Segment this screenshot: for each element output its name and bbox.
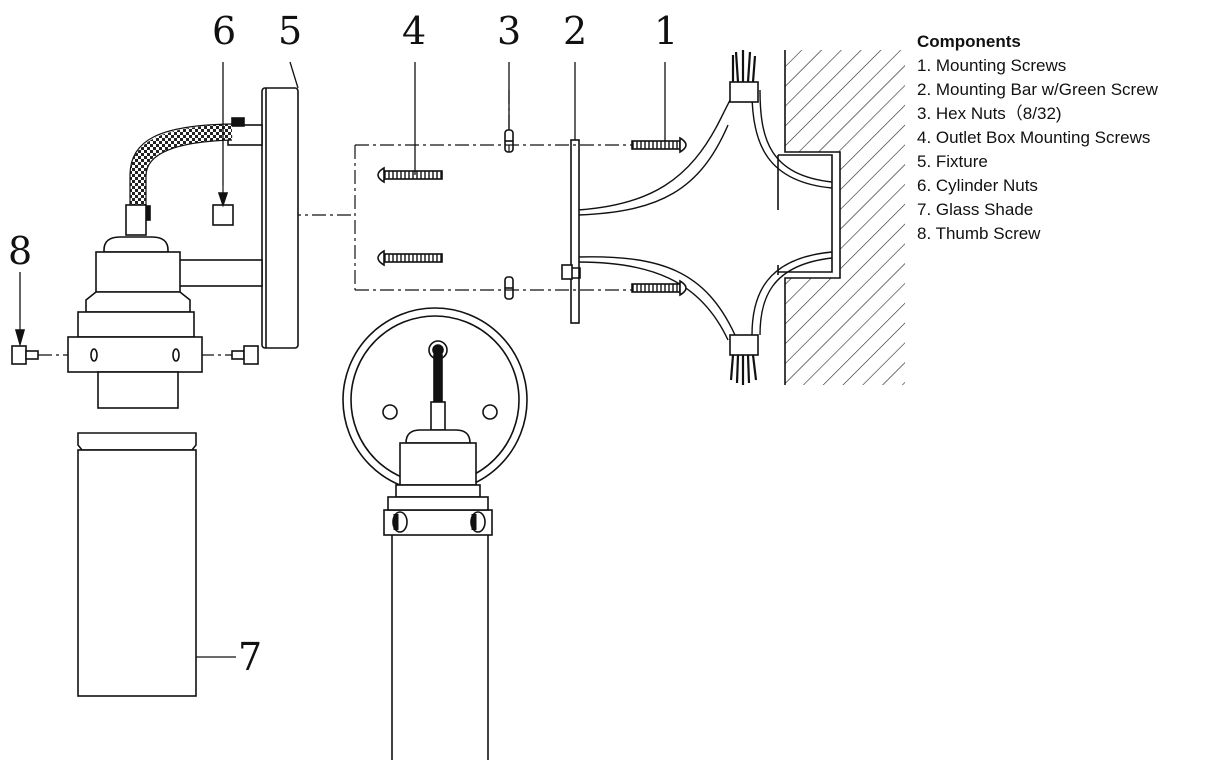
thumb-screw-right [231,345,259,365]
legend-item-thumb-screw: 8. Thumb Screw [917,224,1041,243]
fixture-arm [177,117,263,287]
legend-item-mounting-screws: 1. Mounting Screws [917,56,1067,75]
wire-connector-bottom [729,334,759,385]
hex-nut-bottom [504,276,514,300]
legend-item-glass-shade: 7. Glass Shade [917,200,1034,219]
mounting-screw-top [631,136,687,154]
wires [577,84,833,341]
thumb-screw-left [11,320,39,365]
callout-4: 4 [402,9,426,53]
legend-item-hex-nuts: 3. Hex Nuts（8/32) [917,104,1062,123]
outlet-box-screw-bottom [377,249,443,267]
callout-5: 5 [278,9,302,53]
front-view-fixture [342,307,528,760]
callout-3: 3 [497,9,521,53]
callout-7: 7 [238,635,262,679]
cylinder-nut [212,185,234,226]
callout-leaders [19,61,666,320]
callout-2: 2 [563,9,587,53]
legend-title: Components [917,32,1021,51]
legend-item-mounting-bar: 2. Mounting Bar w/Green Screw [917,80,1158,99]
wall [784,50,905,385]
wire-connector-top [729,50,759,103]
braided-cord [129,123,233,221]
legend-item-fixture: 5. Fixture [917,152,988,171]
callout-1: 1 [654,9,678,53]
components-legend: Components 1. Mounting Screws 2. Mountin… [917,30,1158,246]
socket-body [67,204,203,409]
callout-8: 8 [8,229,32,273]
callout-6: 6 [212,9,236,53]
legend-item-cylinder-nuts: 6. Cylinder Nuts [917,176,1038,195]
callout-numbers: 6 5 4 3 2 1 8 7 [8,9,678,679]
legend-list: 1. Mounting Screws 2. Mounting Bar w/Gre… [917,54,1158,246]
glass-shade [77,432,236,697]
mounting-bar [561,139,581,324]
legend-item-outlet-box-screws: 4. Outlet Box Mounting Screws [917,128,1151,147]
outlet-box-screw-top [377,166,443,184]
mounting-screw-bottom [631,279,687,297]
fixture-backplate [261,87,299,349]
